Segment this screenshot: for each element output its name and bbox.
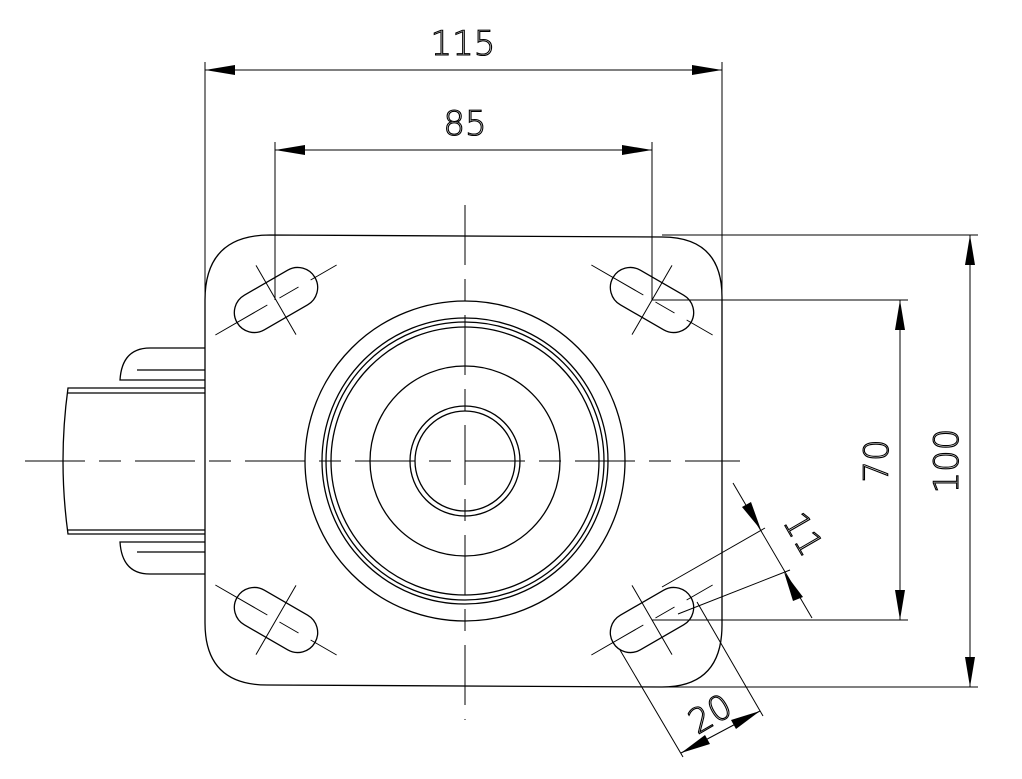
dimension-slot-width: 11 bbox=[661, 482, 831, 619]
dimension-plate-height: 100 bbox=[662, 234, 978, 688]
svg-text:20: 20 bbox=[682, 686, 739, 742]
wheel-side-view bbox=[62, 347, 205, 575]
mounting-slot-top-left bbox=[215, 259, 337, 341]
dimension-hole-spacing-y: 70 bbox=[652, 299, 908, 621]
dimension-slot-length: 20 bbox=[619, 601, 764, 758]
svg-text:85: 85 bbox=[443, 104, 486, 144]
svg-text:11: 11 bbox=[774, 506, 830, 563]
svg-text:70: 70 bbox=[857, 439, 897, 482]
svg-text:100: 100 bbox=[927, 429, 967, 494]
mounting-slot-bottom-left bbox=[215, 579, 337, 661]
dimension-hole-spacing-x: 85 bbox=[274, 103, 653, 300]
center-lines bbox=[25, 205, 740, 720]
dimension-plate-width: 115 bbox=[204, 23, 723, 300]
svg-text:115: 115 bbox=[431, 24, 496, 64]
